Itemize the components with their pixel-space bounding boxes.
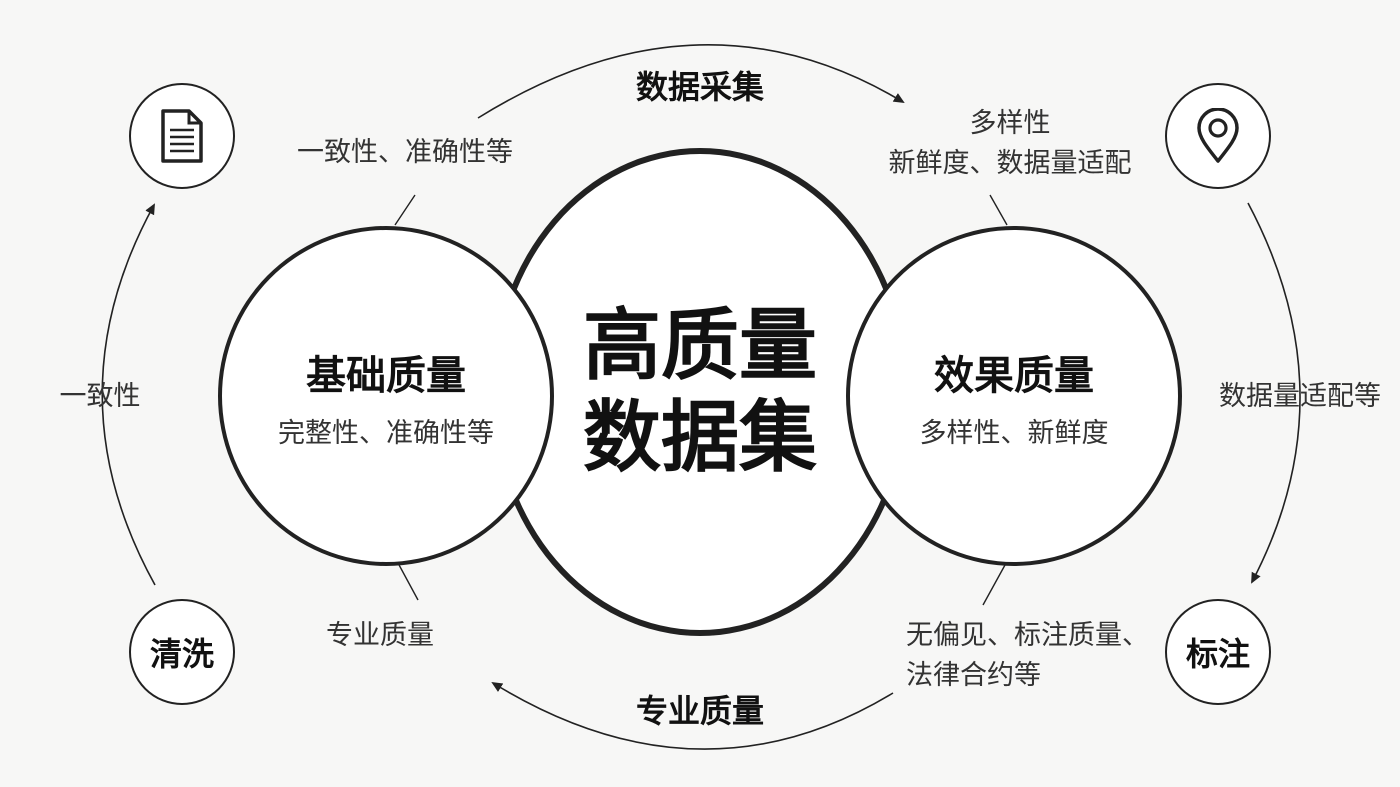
- left-circle: 基础质量 完整性、准确性等: [218, 226, 554, 566]
- arc-bottom: [491, 681, 894, 750]
- label-node: 标注: [1165, 599, 1271, 705]
- leader-bottom-right: [982, 564, 1006, 606]
- annotation-bottom-right-1: 无偏见、标注质量、: [906, 620, 1149, 651]
- center-title-line1: 高质量: [582, 301, 817, 391]
- leader-bottom-left: [397, 562, 419, 601]
- left-circle-title: 基础质量: [306, 352, 466, 399]
- left-circle-desc: 完整性、准确性等: [278, 417, 494, 449]
- label-node-label: 标注: [1185, 635, 1250, 673]
- arc-left: [101, 203, 156, 586]
- center-circle: 高质量 数据集: [491, 148, 909, 636]
- annotation-top-right-2: 新鲜度、数据量适配: [888, 148, 1132, 179]
- right-circle-desc: 多样性、新鲜度: [919, 417, 1109, 449]
- arc-right: [1247, 202, 1301, 584]
- clean-node-label: 清洗: [149, 635, 214, 673]
- annotation-top-left: 一致性、准确性等: [297, 137, 513, 168]
- arc-top: [477, 44, 905, 119]
- document-icon: [161, 109, 203, 163]
- location-pin-icon: [1197, 108, 1239, 163]
- right-circle: 效果质量 多样性、新鲜度: [846, 226, 1182, 566]
- location-node: [1165, 83, 1271, 189]
- arc-left-label: 一致性: [59, 381, 141, 412]
- arc-bottom-label: 专业质量: [635, 692, 764, 730]
- annotation-bottom-right-2: 法律合约等: [906, 660, 1041, 691]
- arc-top-label: 数据采集: [635, 68, 764, 106]
- leader-top-left: [394, 194, 416, 226]
- clean-node: 清洗: [129, 599, 235, 705]
- document-node: [129, 83, 235, 189]
- leader-top-right: [989, 194, 1008, 226]
- annotation-top-right-1: 多样性: [969, 108, 1051, 139]
- annotation-bottom-left: 专业质量: [326, 620, 434, 651]
- arc-right-label: 数据量适配等: [1219, 381, 1381, 412]
- right-circle-title: 效果质量: [934, 352, 1094, 399]
- center-title: 高质量 数据集: [583, 300, 817, 484]
- center-title-line2: 数据集: [582, 393, 817, 483]
